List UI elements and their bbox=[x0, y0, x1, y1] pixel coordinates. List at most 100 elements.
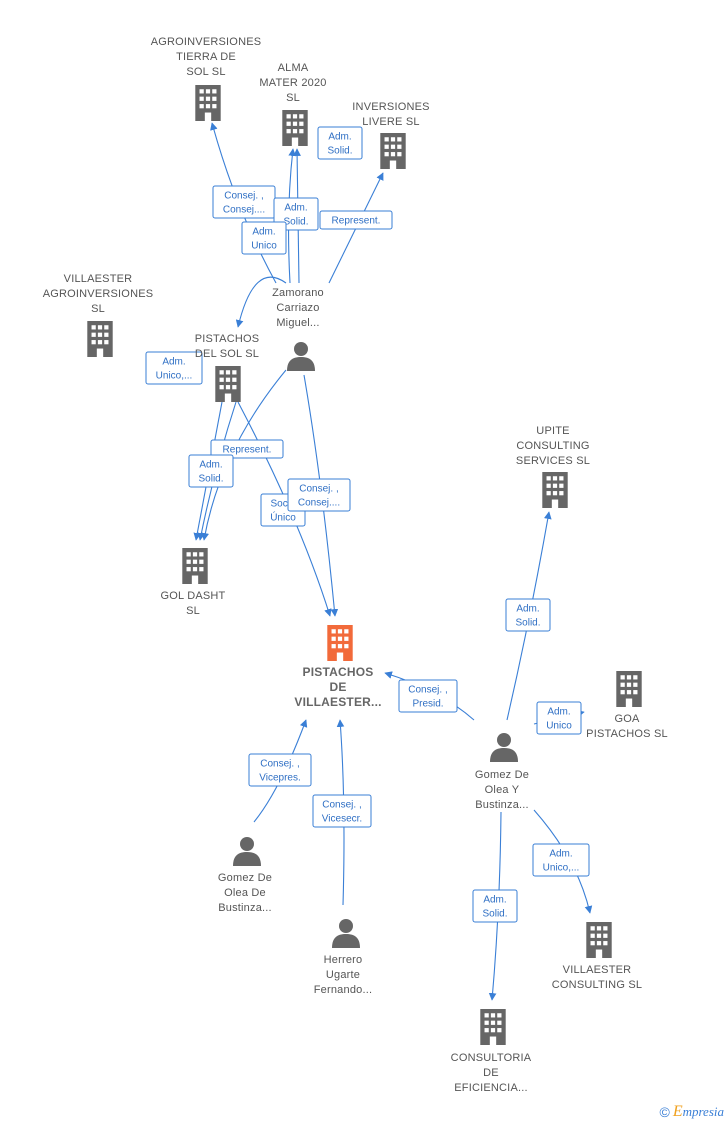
building-icon[interactable] bbox=[380, 133, 406, 169]
relation-label[interactable]: Represent. bbox=[319, 210, 393, 230]
relation-label-text: Solid. bbox=[482, 909, 507, 920]
relation-label[interactable]: Adm.Unico,... bbox=[145, 351, 203, 385]
person-icon[interactable] bbox=[233, 837, 261, 866]
node-label[interactable]: SERVICES SL bbox=[516, 455, 590, 467]
node-villaester_consulting[interactable]: VILLAESTER CONSULTING SL bbox=[552, 922, 642, 991]
node-label[interactable]: MATER 2020 bbox=[259, 77, 326, 89]
node-agro_tierra[interactable]: AGROINVERSIONES TIERRA DE SOL SL bbox=[151, 36, 262, 121]
building-icon[interactable] bbox=[215, 366, 241, 402]
node-label[interactable]: CONSULTING SL bbox=[552, 979, 642, 991]
node-label[interactable]: Olea De bbox=[224, 887, 266, 899]
node-label[interactable]: GOL DASHT bbox=[161, 590, 226, 602]
relation-label-box bbox=[210, 439, 284, 459]
building-icon[interactable] bbox=[542, 472, 568, 508]
node-label[interactable]: AGROINVERSIONES bbox=[43, 288, 154, 300]
relation-label[interactable]: Adm.Unico,... bbox=[532, 843, 590, 877]
node-label[interactable]: Zamorano bbox=[272, 287, 324, 299]
node-label[interactable]: DEL SOL SL bbox=[195, 348, 259, 360]
node-label[interactable]: PISTACHOS bbox=[195, 333, 260, 345]
node-label[interactable]: LIVERE SL bbox=[362, 116, 419, 128]
node-label[interactable]: Olea Y bbox=[485, 784, 520, 796]
relation-label-box bbox=[532, 843, 590, 877]
node-label[interactable]: SL bbox=[286, 92, 300, 104]
relation-label-box bbox=[188, 454, 234, 488]
relation-label[interactable]: Adm.Solid. bbox=[472, 889, 518, 923]
node-label[interactable]: EFICIENCIA... bbox=[454, 1082, 528, 1094]
relation-label[interactable]: Represent. bbox=[210, 439, 284, 459]
node-gol_dasht[interactable]: GOL DASHT SL bbox=[161, 548, 226, 617]
relation-label-text: Adm. bbox=[284, 203, 307, 214]
relation-label[interactable]: Adm.Unico bbox=[241, 221, 287, 255]
copyright-icon: © bbox=[659, 1104, 670, 1120]
relation-label-box bbox=[319, 210, 393, 230]
node-label[interactable]: SOL SL bbox=[186, 66, 225, 78]
node-label[interactable]: Bustinza... bbox=[475, 799, 529, 811]
person-icon[interactable] bbox=[490, 733, 518, 762]
node-label[interactable]: Fernando... bbox=[314, 984, 372, 996]
node-pistachos_villaester[interactable]: PISTACHOSDEVILLAESTER... bbox=[294, 625, 381, 709]
building-icon[interactable] bbox=[195, 85, 221, 121]
node-label[interactable]: AGROINVERSIONES bbox=[151, 36, 262, 48]
node-label[interactable]: CONSULTING bbox=[516, 440, 589, 452]
node-label[interactable]: SL bbox=[186, 605, 200, 617]
node-pistachos_sol[interactable]: PISTACHOS DEL SOL SL bbox=[195, 333, 260, 402]
node-label[interactable]: PISTACHOS SL bbox=[586, 728, 668, 740]
brand-logo[interactable]: Empresia bbox=[672, 1103, 724, 1120]
node-label[interactable]: Herrero bbox=[324, 954, 363, 966]
relation-label-text: Consej. , bbox=[224, 191, 263, 202]
node-consultoria[interactable]: CONSULTORIA DE EFICIENCIA... bbox=[451, 1009, 532, 1094]
relation-label-text: Unico bbox=[546, 721, 572, 732]
relation-label-text: Presid. bbox=[412, 699, 443, 710]
node-herrero[interactable]: HerreroUgarteFernando... bbox=[314, 919, 372, 996]
node-label[interactable]: INVERSIONES bbox=[352, 101, 429, 113]
building-icon[interactable] bbox=[480, 1009, 506, 1045]
relation-label[interactable]: Consej. ,Presid. bbox=[398, 679, 458, 713]
node-label[interactable]: Miguel... bbox=[276, 317, 319, 329]
node-label[interactable]: Bustinza... bbox=[218, 902, 272, 914]
node-label[interactable]: VILLAESTER bbox=[64, 273, 133, 285]
person-icon[interactable] bbox=[332, 919, 360, 948]
node-label[interactable]: Ugarte bbox=[326, 969, 360, 981]
person-icon[interactable] bbox=[287, 342, 315, 371]
relation-label[interactable]: Adm.Solid. bbox=[317, 126, 363, 160]
relation-label[interactable]: Consej. ,Vicepres. bbox=[248, 753, 312, 787]
node-label[interactable]: DE bbox=[329, 680, 346, 694]
relation-label[interactable]: Consej. ,Consej.... bbox=[287, 478, 351, 512]
node-goa[interactable]: GOA PISTACHOS SL bbox=[586, 671, 668, 740]
building-icon[interactable] bbox=[586, 922, 612, 958]
node-label[interactable]: GOA bbox=[614, 713, 640, 725]
relation-label-box bbox=[312, 794, 372, 828]
building-icon[interactable] bbox=[182, 548, 208, 584]
relation-label-text: Solid. bbox=[283, 217, 308, 228]
node-label[interactable]: Carriazo bbox=[276, 302, 319, 314]
node-label[interactable]: Gomez De bbox=[475, 769, 529, 781]
building-icon[interactable] bbox=[282, 110, 308, 146]
node-gomez_olea_de[interactable]: Gomez De Olea De Bustinza... bbox=[218, 837, 272, 914]
relation-label-text: Único bbox=[270, 511, 296, 524]
node-villaester_agro[interactable]: VILLAESTER AGROINVERSIONES SL bbox=[43, 273, 154, 357]
building-icon[interactable] bbox=[327, 625, 353, 661]
building-icon[interactable] bbox=[87, 321, 113, 357]
node-label[interactable]: TIERRA DE bbox=[176, 51, 236, 63]
node-inv_livere[interactable]: INVERSIONES LIVERE SL bbox=[352, 101, 429, 169]
node-upite[interactable]: UPITE CONSULTING SERVICES SL bbox=[516, 425, 590, 508]
node-label[interactable]: Gomez De bbox=[218, 872, 272, 884]
node-zamorano[interactable]: ZamoranoCarriazoMiguel... bbox=[272, 287, 324, 371]
node-label[interactable]: PISTACHOS bbox=[303, 665, 374, 679]
node-label[interactable]: CONSULTORIA bbox=[451, 1052, 532, 1064]
building-icon[interactable] bbox=[616, 671, 642, 707]
relation-label[interactable]: Adm.Solid. bbox=[188, 454, 234, 488]
node-gomez_olea_y[interactable]: Gomez De Olea Y Bustinza... bbox=[475, 733, 529, 811]
node-label[interactable]: VILLAESTER... bbox=[294, 695, 381, 709]
node-label[interactable]: UPITE bbox=[536, 425, 569, 437]
relation-label-text: Adm. bbox=[328, 132, 351, 143]
node-label[interactable]: DE bbox=[483, 1067, 499, 1079]
relation-label[interactable]: Adm.Solid. bbox=[505, 598, 551, 632]
node-label[interactable]: SL bbox=[91, 303, 105, 315]
relation-label[interactable]: Consej. ,Consej.... bbox=[212, 185, 276, 219]
node-label[interactable]: ALMA bbox=[278, 62, 309, 74]
node-label[interactable]: VILLAESTER bbox=[563, 964, 632, 976]
relation-label[interactable]: Adm.Unico bbox=[536, 701, 582, 735]
relation-label[interactable]: Consej. ,Vicesecr. bbox=[312, 794, 372, 828]
